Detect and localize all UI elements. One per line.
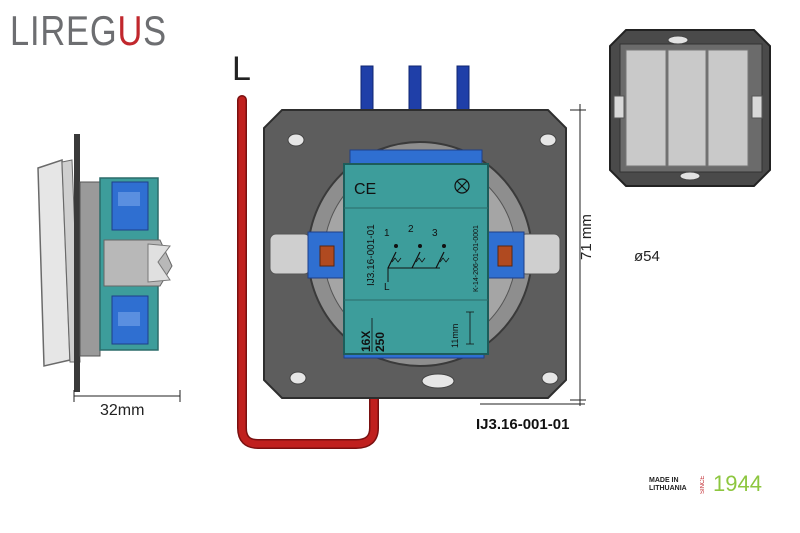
cover-view <box>609 29 771 187</box>
side-terminal-bottom-screw <box>118 312 140 326</box>
logo-end-text: S <box>143 7 167 54</box>
cover-key-3 <box>707 49 749 167</box>
terminal-label-3: 3 <box>432 228 438 239</box>
cover-top-slot <box>667 35 689 45</box>
top-left-slot <box>287 133 305 147</box>
ce-mark: CE <box>354 181 376 198</box>
side-claw-tip <box>147 243 171 283</box>
diameter-label: ø54 <box>634 248 660 265</box>
cover-key-2 <box>667 49 707 167</box>
schematic-contacts <box>387 251 445 269</box>
left-claw-bracket <box>269 233 311 275</box>
left-terminal-screw <box>319 245 335 267</box>
module-model-label: IJ3.16-001-01 <box>366 224 377 286</box>
cover-bottom-slot <box>679 171 701 181</box>
rating-voltage: 250 <box>373 332 387 352</box>
schematic-node-2 <box>418 244 422 248</box>
side-terminal-top-screw <box>118 192 140 206</box>
schematic-node-1 <box>394 244 398 248</box>
strip-length-label: 11mm <box>450 324 460 348</box>
lamp-symbol-icon <box>454 178 470 194</box>
logo-main-text: LIREG <box>10 7 118 54</box>
model-code-label: IJ3.16-001-01 <box>476 416 570 433</box>
side-view <box>37 134 181 402</box>
terminal-label-2: 2 <box>408 224 414 235</box>
bottom-left-slot <box>289 371 307 385</box>
logo-accent-letter: U <box>117 7 144 54</box>
side-plate-shape <box>74 134 80 392</box>
wiring-schematic: 1 2 3 L <box>384 224 450 293</box>
founding-year: 1944 <box>713 471 762 496</box>
bottom-screw-slot <box>421 373 455 389</box>
schematic-node-3 <box>442 244 446 248</box>
live-wire <box>238 96 378 448</box>
made-in-label: MADE IN LITHUANIA <box>649 477 701 493</box>
cover-key-1 <box>625 49 667 167</box>
terminal-label-l: L <box>384 282 390 293</box>
strip-length-marker <box>466 311 474 345</box>
module-code-label: K-14-206-01-01-0001 <box>473 225 480 292</box>
terminal-label-1: 1 <box>384 228 390 239</box>
right-claw-bracket <box>519 233 561 275</box>
schematic-springs <box>391 257 450 263</box>
rating-current: 16X <box>359 331 373 352</box>
live-label: L <box>232 50 251 88</box>
front-view: CE IJ3.16-001-01 K-14-206-01-01-0001 1 2… <box>263 104 586 406</box>
depth-dimension-label: 32mm <box>100 402 145 419</box>
cover-clip-left <box>613 95 625 119</box>
made-in-line-2: LITHUANIA <box>649 485 687 492</box>
brand-logo: LIREGUS <box>10 8 167 54</box>
top-right-slot <box>539 133 557 147</box>
cover-clip-right <box>751 95 763 119</box>
right-terminal-screw <box>497 245 513 267</box>
height-dimension-label: 71 mm <box>578 214 595 260</box>
side-frame-shape <box>79 181 101 357</box>
since-label: SINCE <box>700 475 706 495</box>
made-in-line-1: MADE IN <box>649 477 679 484</box>
bottom-right-slot <box>541 371 559 385</box>
